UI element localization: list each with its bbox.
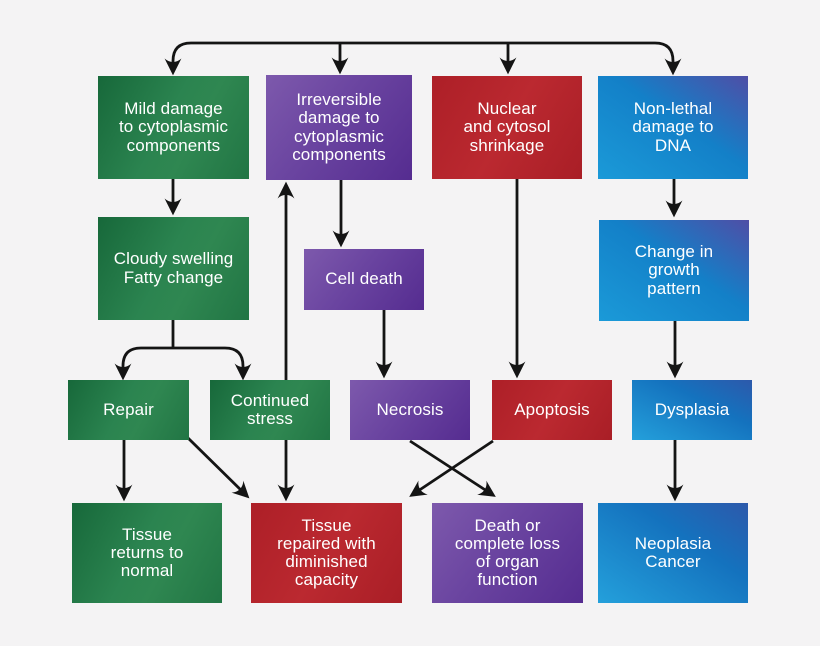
node-label: Dysplasia bbox=[654, 399, 730, 419]
node-label: Cloudy swelling Fatty change bbox=[113, 249, 234, 287]
node-non-lethal-dna: Non-lethal damage to DNA bbox=[598, 76, 748, 179]
node-irreversible-damage: Irreversible damage to cytoplasmic compo… bbox=[266, 75, 412, 180]
edge-necrosis-to-deathloss bbox=[409, 439, 496, 497]
node-neoplasia: Neoplasia Cancer bbox=[598, 503, 748, 603]
edge-repair-to-tissuerepaired bbox=[187, 437, 250, 499]
node-label: Non-lethal damage to DNA bbox=[632, 99, 714, 155]
node-label: Nuclear and cytosol shrinkage bbox=[463, 99, 551, 155]
node-continued-stress: Continued stress bbox=[210, 380, 330, 440]
node-mild-damage: Mild damage to cytoplasmic components bbox=[98, 76, 249, 179]
node-nuclear-shrinkage: Nuclear and cytosol shrinkage bbox=[432, 76, 582, 179]
node-label: Cell death bbox=[325, 269, 403, 289]
node-repair: Repair bbox=[68, 380, 189, 440]
node-label: Necrosis bbox=[376, 399, 444, 419]
node-apoptosis: Apoptosis bbox=[492, 380, 612, 440]
node-label: Apoptosis bbox=[514, 399, 590, 419]
node-death-loss: Death or complete loss of organ function bbox=[432, 503, 583, 603]
node-label: Continued stress bbox=[230, 390, 310, 428]
node-cell-death: Cell death bbox=[304, 249, 424, 310]
node-tissue-repaired: Tissue repaired with diminished capacity bbox=[251, 503, 402, 603]
node-necrosis: Necrosis bbox=[350, 380, 470, 440]
node-change-growth: Change in growth pattern bbox=[599, 220, 749, 321]
node-label: Mild damage to cytoplasmic components bbox=[118, 99, 229, 155]
node-label: Tissue repaired with diminished capacity bbox=[277, 515, 376, 590]
node-dysplasia: Dysplasia bbox=[632, 380, 752, 440]
node-label: Repair bbox=[103, 399, 154, 419]
node-label: Death or complete loss of organ function bbox=[454, 515, 561, 590]
edge-cloudy-to-repair-and-stress bbox=[114, 346, 252, 381]
node-label: Change in growth pattern bbox=[634, 242, 714, 298]
edge-topline-fanout bbox=[164, 41, 682, 76]
node-label: Irreversible damage to cytoplasmic compo… bbox=[292, 90, 386, 164]
node-tissue-normal: Tissue returns to normal bbox=[72, 503, 222, 603]
node-cloudy-swelling: Cloudy swelling Fatty change bbox=[98, 217, 249, 320]
node-label: Neoplasia Cancer bbox=[634, 533, 712, 571]
node-label: Tissue returns to normal bbox=[110, 524, 184, 581]
